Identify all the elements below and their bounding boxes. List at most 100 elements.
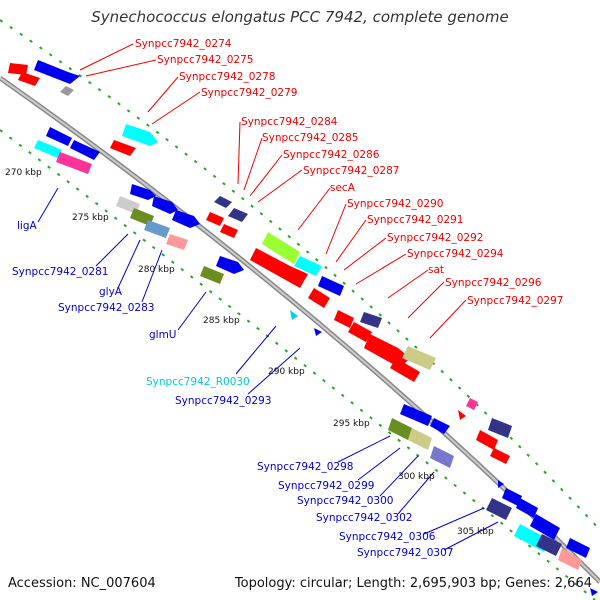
gene-label[interactable]: Synpcc7942_0279 [201, 87, 297, 99]
gene-arrow[interactable] [60, 86, 74, 96]
gene-label[interactable]: Synpcc7942_0292 [387, 232, 483, 244]
gene-label[interactable]: Synpcc7942_0284 [241, 116, 338, 128]
gene-label[interactable]: Synpcc7942_0275 [157, 54, 253, 66]
gene-label[interactable]: Synpcc7942_0286 [283, 149, 380, 161]
gene-label[interactable]: Synpcc7942_0306 [339, 531, 436, 543]
gene-arrow[interactable] [458, 410, 466, 420]
gene-arrow[interactable] [488, 418, 512, 438]
gene-label[interactable]: Synpcc7942_0302 [316, 512, 412, 524]
topology-text: Topology: circular; Length: 2,695,903 bp… [234, 576, 592, 591]
gene-label[interactable]: Synpcc7942_0278 [179, 71, 275, 83]
gene-arrow[interactable] [166, 234, 188, 250]
upper-gene-track [8, 60, 598, 596]
gene-arrow[interactable] [558, 548, 582, 570]
gene-arrow[interactable] [152, 196, 178, 214]
gene-arrow[interactable] [228, 208, 248, 222]
gene-arrow[interactable] [348, 322, 372, 342]
gene-label[interactable]: Synpcc7942_0296 [445, 277, 542, 289]
gene-arrow[interactable] [110, 140, 136, 156]
scale-label: 305 kbp [457, 527, 494, 537]
gene-arrow[interactable] [590, 588, 598, 596]
gene-label[interactable]: Synpcc7942_0300 [297, 495, 393, 507]
gene-label[interactable]: glyA [99, 286, 123, 298]
scale-label: 275 kbp [72, 213, 109, 223]
gene-arrow[interactable] [516, 498, 538, 518]
lower-leader-lines [37, 187, 499, 551]
tick-tracks [0, 19, 600, 600]
scale-label: 280 kbp [138, 265, 175, 275]
gene-arrow[interactable] [536, 534, 562, 556]
scale-labels: 270 kbp 275 kbp 280 kbp 285 kbp 290 kbp … [5, 168, 494, 537]
gene-label[interactable]: Synpcc7942_0285 [262, 132, 358, 144]
gene-arrow[interactable] [466, 398, 478, 410]
gene-arrow[interactable] [388, 418, 412, 440]
gene-label[interactable]: Synpcc7942_0299 [278, 480, 374, 492]
gene-label[interactable]: Synpcc7942_0283 [58, 302, 154, 314]
scale-label: 270 kbp [5, 168, 42, 178]
map-title: Synechococcus elongatus PCC 7942, comple… [91, 8, 508, 26]
gene-arrow[interactable] [318, 276, 344, 296]
gene-label[interactable]: sat [428, 264, 444, 276]
gene-label[interactable]: Synpcc7942_0290 [347, 198, 443, 210]
gene-label[interactable]: secA [330, 182, 356, 194]
gene-arrow[interactable] [498, 480, 504, 488]
gene-arrow[interactable] [8, 63, 28, 75]
gene-label[interactable]: Synpcc7942_0287 [303, 165, 399, 177]
gene-arrow[interactable] [290, 310, 298, 320]
gene-arrow[interactable] [130, 184, 156, 200]
gene-arrow[interactable] [56, 152, 92, 174]
gene-arrow[interactable] [530, 514, 560, 540]
gene-arrow[interactable] [400, 404, 418, 420]
gene-arrow[interactable] [430, 446, 454, 468]
upper-leader-lines [79, 43, 467, 339]
gene-arrow[interactable] [490, 448, 510, 464]
gene-arrow[interactable] [314, 328, 322, 336]
gene-arrow[interactable] [34, 140, 62, 158]
gene-arrow[interactable] [360, 312, 382, 328]
gene-arrow[interactable] [476, 430, 498, 450]
gene-label[interactable]: Synpcc7942_0281 [12, 266, 108, 278]
upper-gene-labels: Synpcc7942_0274 Synpcc7942_0275 Synpcc79… [135, 38, 563, 307]
gene-arrow[interactable] [502, 488, 522, 506]
gene-arrow[interactable] [486, 498, 512, 520]
scale-label: 300 kbp [398, 472, 435, 482]
gene-label[interactable]: Synpcc7942_0293 [175, 395, 271, 407]
gene-arrow[interactable] [34, 60, 80, 84]
gene-arrow[interactable] [200, 266, 224, 284]
gene-arrow[interactable] [18, 72, 40, 86]
gene-arrow[interactable] [390, 358, 420, 382]
gene-label[interactable]: glmU [149, 329, 177, 341]
gene-arrow[interactable] [46, 127, 72, 146]
lower-gene-labels: ligA Synpcc7942_0281 glyA Synpcc7942_028… [12, 220, 453, 559]
gene-label[interactable]: Synpcc7942_0297 [467, 295, 563, 307]
gene-arrow[interactable] [414, 410, 432, 426]
gene-label[interactable]: Synpcc7942_0291 [367, 214, 463, 226]
scale-label: 290 kbp [268, 367, 305, 377]
gene-arrow[interactable] [262, 232, 300, 264]
gene-arrow[interactable] [334, 310, 354, 328]
gene-arrow[interactable] [206, 212, 224, 226]
gene-label[interactable]: Synpcc7942_0274 [135, 38, 232, 50]
gene-arrow[interactable] [220, 224, 238, 238]
gene-arrow[interactable] [70, 140, 100, 160]
scale-label: 295 kbp [333, 419, 370, 429]
gene-label[interactable]: Synpcc7942_0307 [357, 547, 453, 559]
gene-arrow[interactable] [566, 538, 590, 558]
gene-arrow[interactable] [122, 124, 158, 146]
gene-arrow[interactable] [430, 418, 450, 434]
accession-text: Accession: NC_007604 [8, 576, 156, 591]
gene-label[interactable]: Synpcc7942_0294 [407, 248, 504, 260]
gene-arrow[interactable] [408, 428, 432, 450]
gene-arrow[interactable] [216, 256, 244, 274]
gene-arrow[interactable] [214, 196, 232, 208]
gene-arrow[interactable] [294, 256, 322, 276]
gene-arrow[interactable] [402, 346, 436, 370]
gene-label[interactable]: ligA [17, 220, 37, 232]
gene-arrow[interactable] [308, 288, 330, 308]
gene-label[interactable]: Synpcc7942_0298 [257, 461, 353, 473]
gene-label[interactable]: Synpcc7942_R0030 [146, 376, 250, 388]
gene-arrow[interactable] [172, 210, 200, 228]
scale-label: 285 kbp [203, 316, 240, 326]
gene-arrow[interactable] [250, 248, 308, 288]
gene-arrow[interactable] [144, 220, 170, 238]
